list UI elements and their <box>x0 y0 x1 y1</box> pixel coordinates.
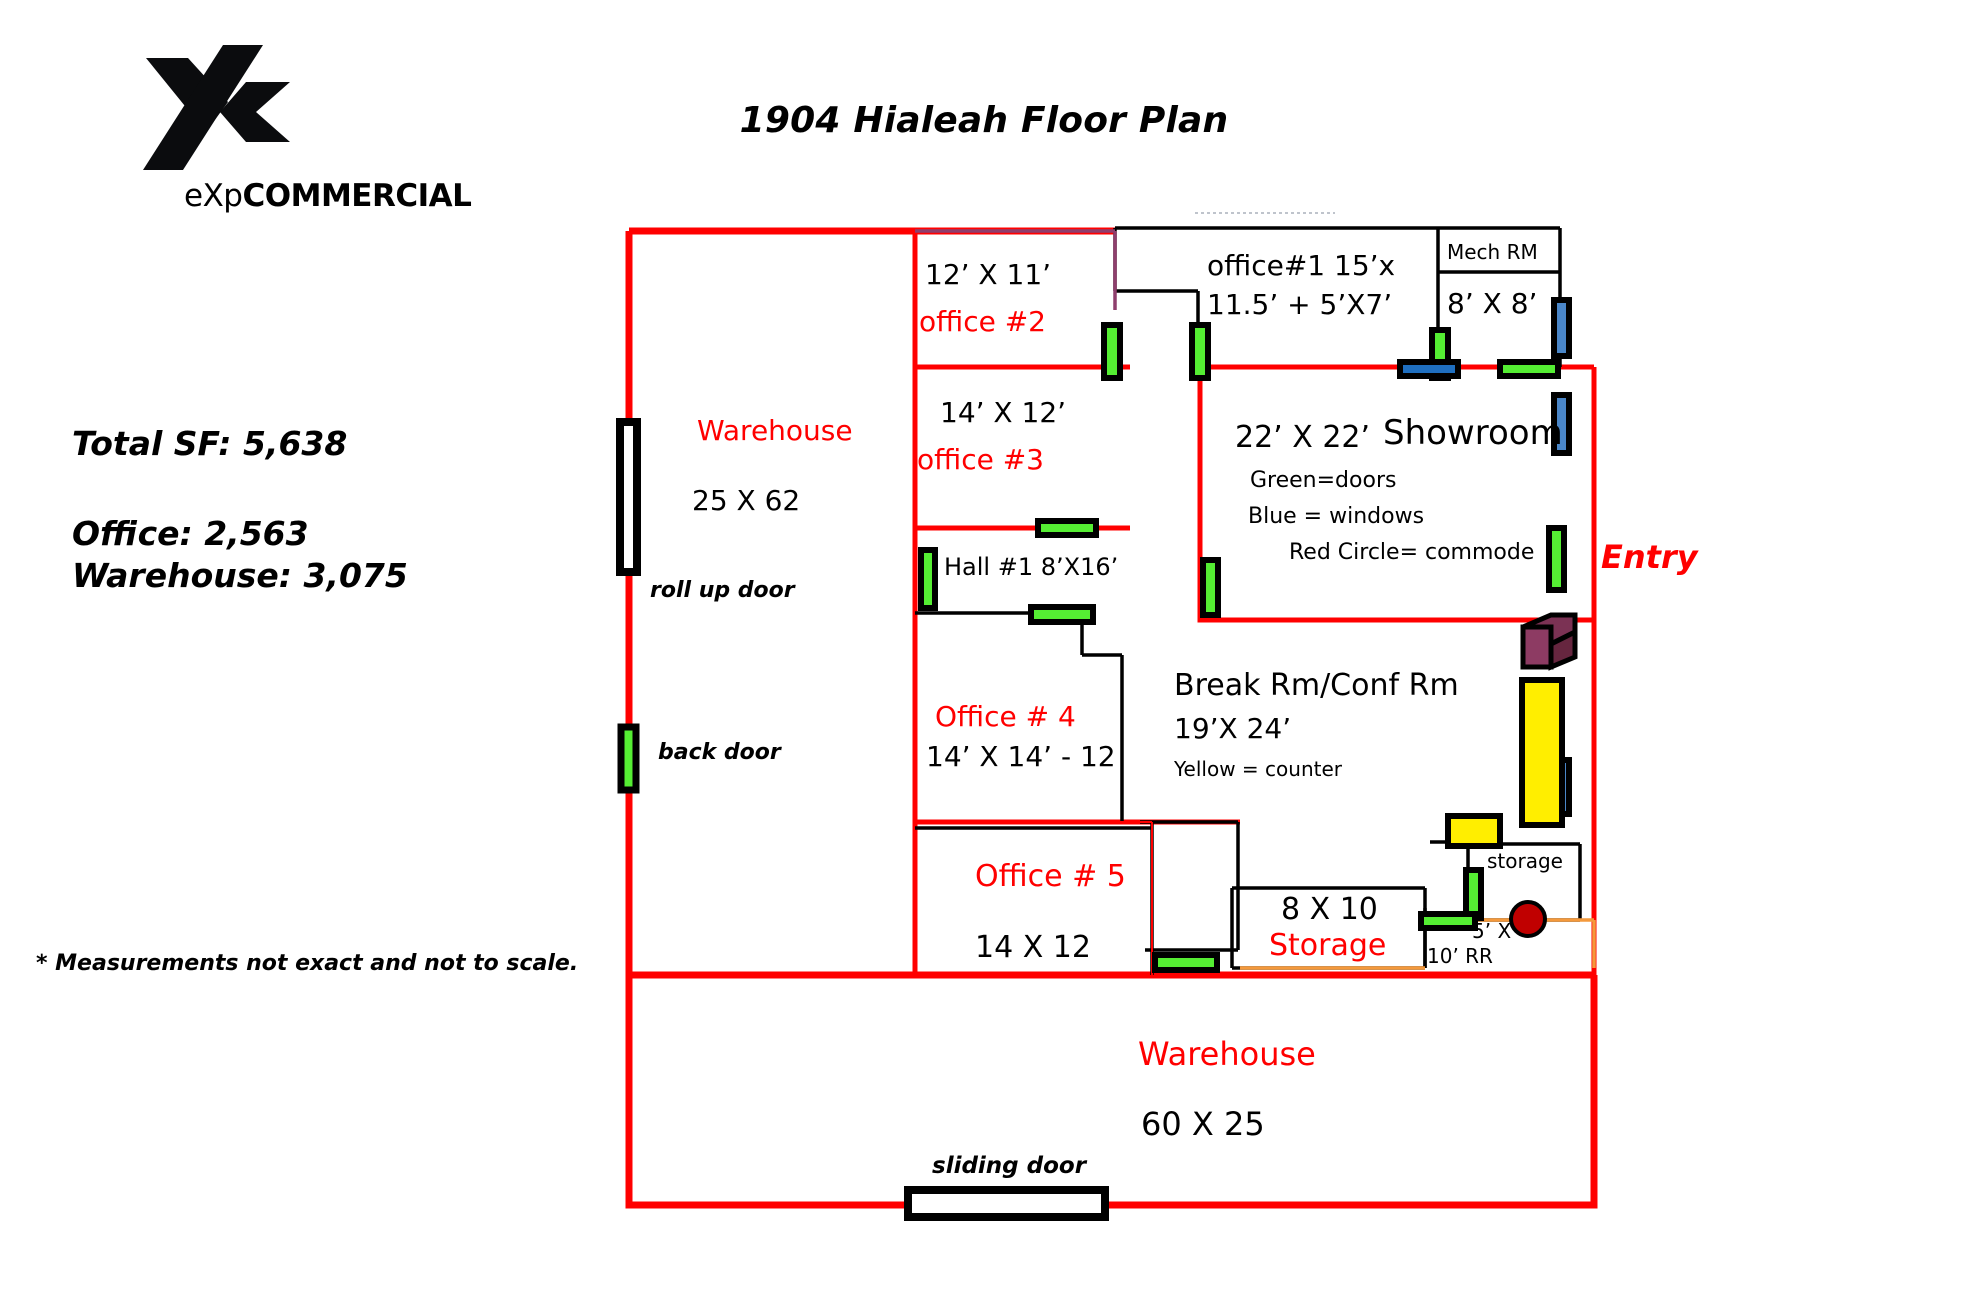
door-mech-room <box>1429 327 1451 381</box>
label-showroom-name: Showroom <box>1383 413 1563 453</box>
exp-commercial-logo: eXpCOMMERCIAL <box>128 40 472 214</box>
label-back-door: back door <box>658 740 781 765</box>
label-office-3-name: office #3 <box>917 443 1044 476</box>
label-office-1: office#1 15’x <box>1207 249 1395 282</box>
legend-red-commode: Red Circle= commode <box>1289 540 1535 565</box>
label-showroom-dims: 22’ X 22’ <box>1235 420 1371 455</box>
legend-yellow-counter: Yellow = counter <box>1174 757 1342 781</box>
page-title: 1904 Hialeah Floor Plan <box>739 100 1229 141</box>
label-mech-room: Mech RM <box>1447 240 1538 264</box>
sliding-door <box>904 1186 1109 1221</box>
back-door <box>617 723 640 794</box>
door-hall-1-south <box>1028 604 1096 625</box>
label-hall-1: Hall #1 8’X16’ <box>944 553 1119 581</box>
brand-word-commercial: COMMERCIAL <box>242 178 472 214</box>
counters-yellow <box>1445 677 1565 849</box>
appliance-box-icon <box>1520 612 1578 671</box>
label-office-4-dims-a: 14’ X 14’ - <box>926 740 1080 773</box>
stat-warehouse-sf: Warehouse: 3,075 <box>72 556 408 595</box>
counter-break-room-horizontal <box>1445 813 1503 849</box>
label-storage-big-name: Storage <box>1269 928 1387 963</box>
door-office-3 <box>1035 518 1099 538</box>
legend-blue-windows: Blue = windows <box>1248 504 1425 529</box>
label-office-2-dims: 12’ X 11’ <box>925 258 1052 291</box>
stat-office-sf: Office: 2,563 <box>72 514 309 553</box>
legend-green-doors: Green=doors <box>1250 468 1397 493</box>
label-office-1-name: office#1 <box>1207 249 1326 282</box>
exp-x-logo-icon <box>143 45 290 170</box>
brand-wordmark: eXpCOMMERCIAL <box>184 178 472 214</box>
label-office-1-dims-2: 11.5’ + 5’X7’ <box>1207 288 1393 321</box>
label-office-4-name: Office # 4 <box>935 700 1076 733</box>
brand-word-exp: eXp <box>184 178 243 214</box>
label-office-4-dims-b: 12 <box>1079 740 1116 773</box>
label-break-room-name: Break Rm/Conf Rm <box>1174 668 1459 703</box>
door-showroom-north <box>1497 359 1561 379</box>
label-office-5-dims: 14 X 12 <box>975 930 1091 965</box>
door-storage-small <box>1463 867 1484 921</box>
label-office-3-dims: 14’ X 12’ <box>940 396 1067 429</box>
door-restroom <box>1418 911 1478 931</box>
counter-break-room-vertical <box>1519 677 1565 828</box>
label-restroom-dims-b: 10’ RR <box>1427 944 1493 968</box>
label-break-room-dims: 19’X 24’ <box>1174 712 1292 745</box>
door-showroom-west <box>1200 557 1221 618</box>
label-warehouse-upper-dims: 25 X 62 <box>692 484 801 517</box>
label-entry: Entry <box>1601 538 1698 576</box>
label-warehouse-lower-name: Warehouse <box>1138 1035 1316 1073</box>
footnote-disclaimer: * Measurements not exact and not to scal… <box>36 951 579 976</box>
label-mech-room-dims: 8’ X 8’ <box>1447 287 1538 320</box>
label-office-5-name: Office # 5 <box>975 859 1126 894</box>
window-break-east <box>1552 757 1572 817</box>
door-hall-1-west <box>918 547 938 611</box>
commode-red-circle-icon <box>1509 900 1547 938</box>
door-entry <box>1546 525 1567 593</box>
window-north-1 <box>1397 359 1461 379</box>
label-restroom-dims-a: 5’ X <box>1472 919 1512 943</box>
door-office-2 <box>1101 322 1123 381</box>
door-office-1 <box>1189 322 1211 381</box>
label-warehouse-lower-dims: 60 X 25 <box>1141 1105 1265 1143</box>
window-mech-east <box>1551 297 1572 359</box>
label-office-4-dims: 14’ X 14’ - 12 <box>926 740 1116 773</box>
label-office-2-name: office #2 <box>919 305 1046 338</box>
label-sliding-door: sliding door <box>932 1153 1087 1179</box>
exterior-walls <box>625 227 1598 1209</box>
door-office-5 <box>1152 952 1220 973</box>
roll-up-door <box>616 418 641 576</box>
label-roll-up-door: roll up door <box>650 578 795 603</box>
stat-total-sf: Total SF: 5,638 <box>72 424 348 463</box>
label-storage-big-dims: 8 X 10 <box>1281 892 1378 927</box>
label-office-1-dims-1: 15’x <box>1334 249 1396 282</box>
label-storage-small: storage <box>1487 849 1563 873</box>
label-warehouse-upper-name: Warehouse <box>697 414 853 447</box>
